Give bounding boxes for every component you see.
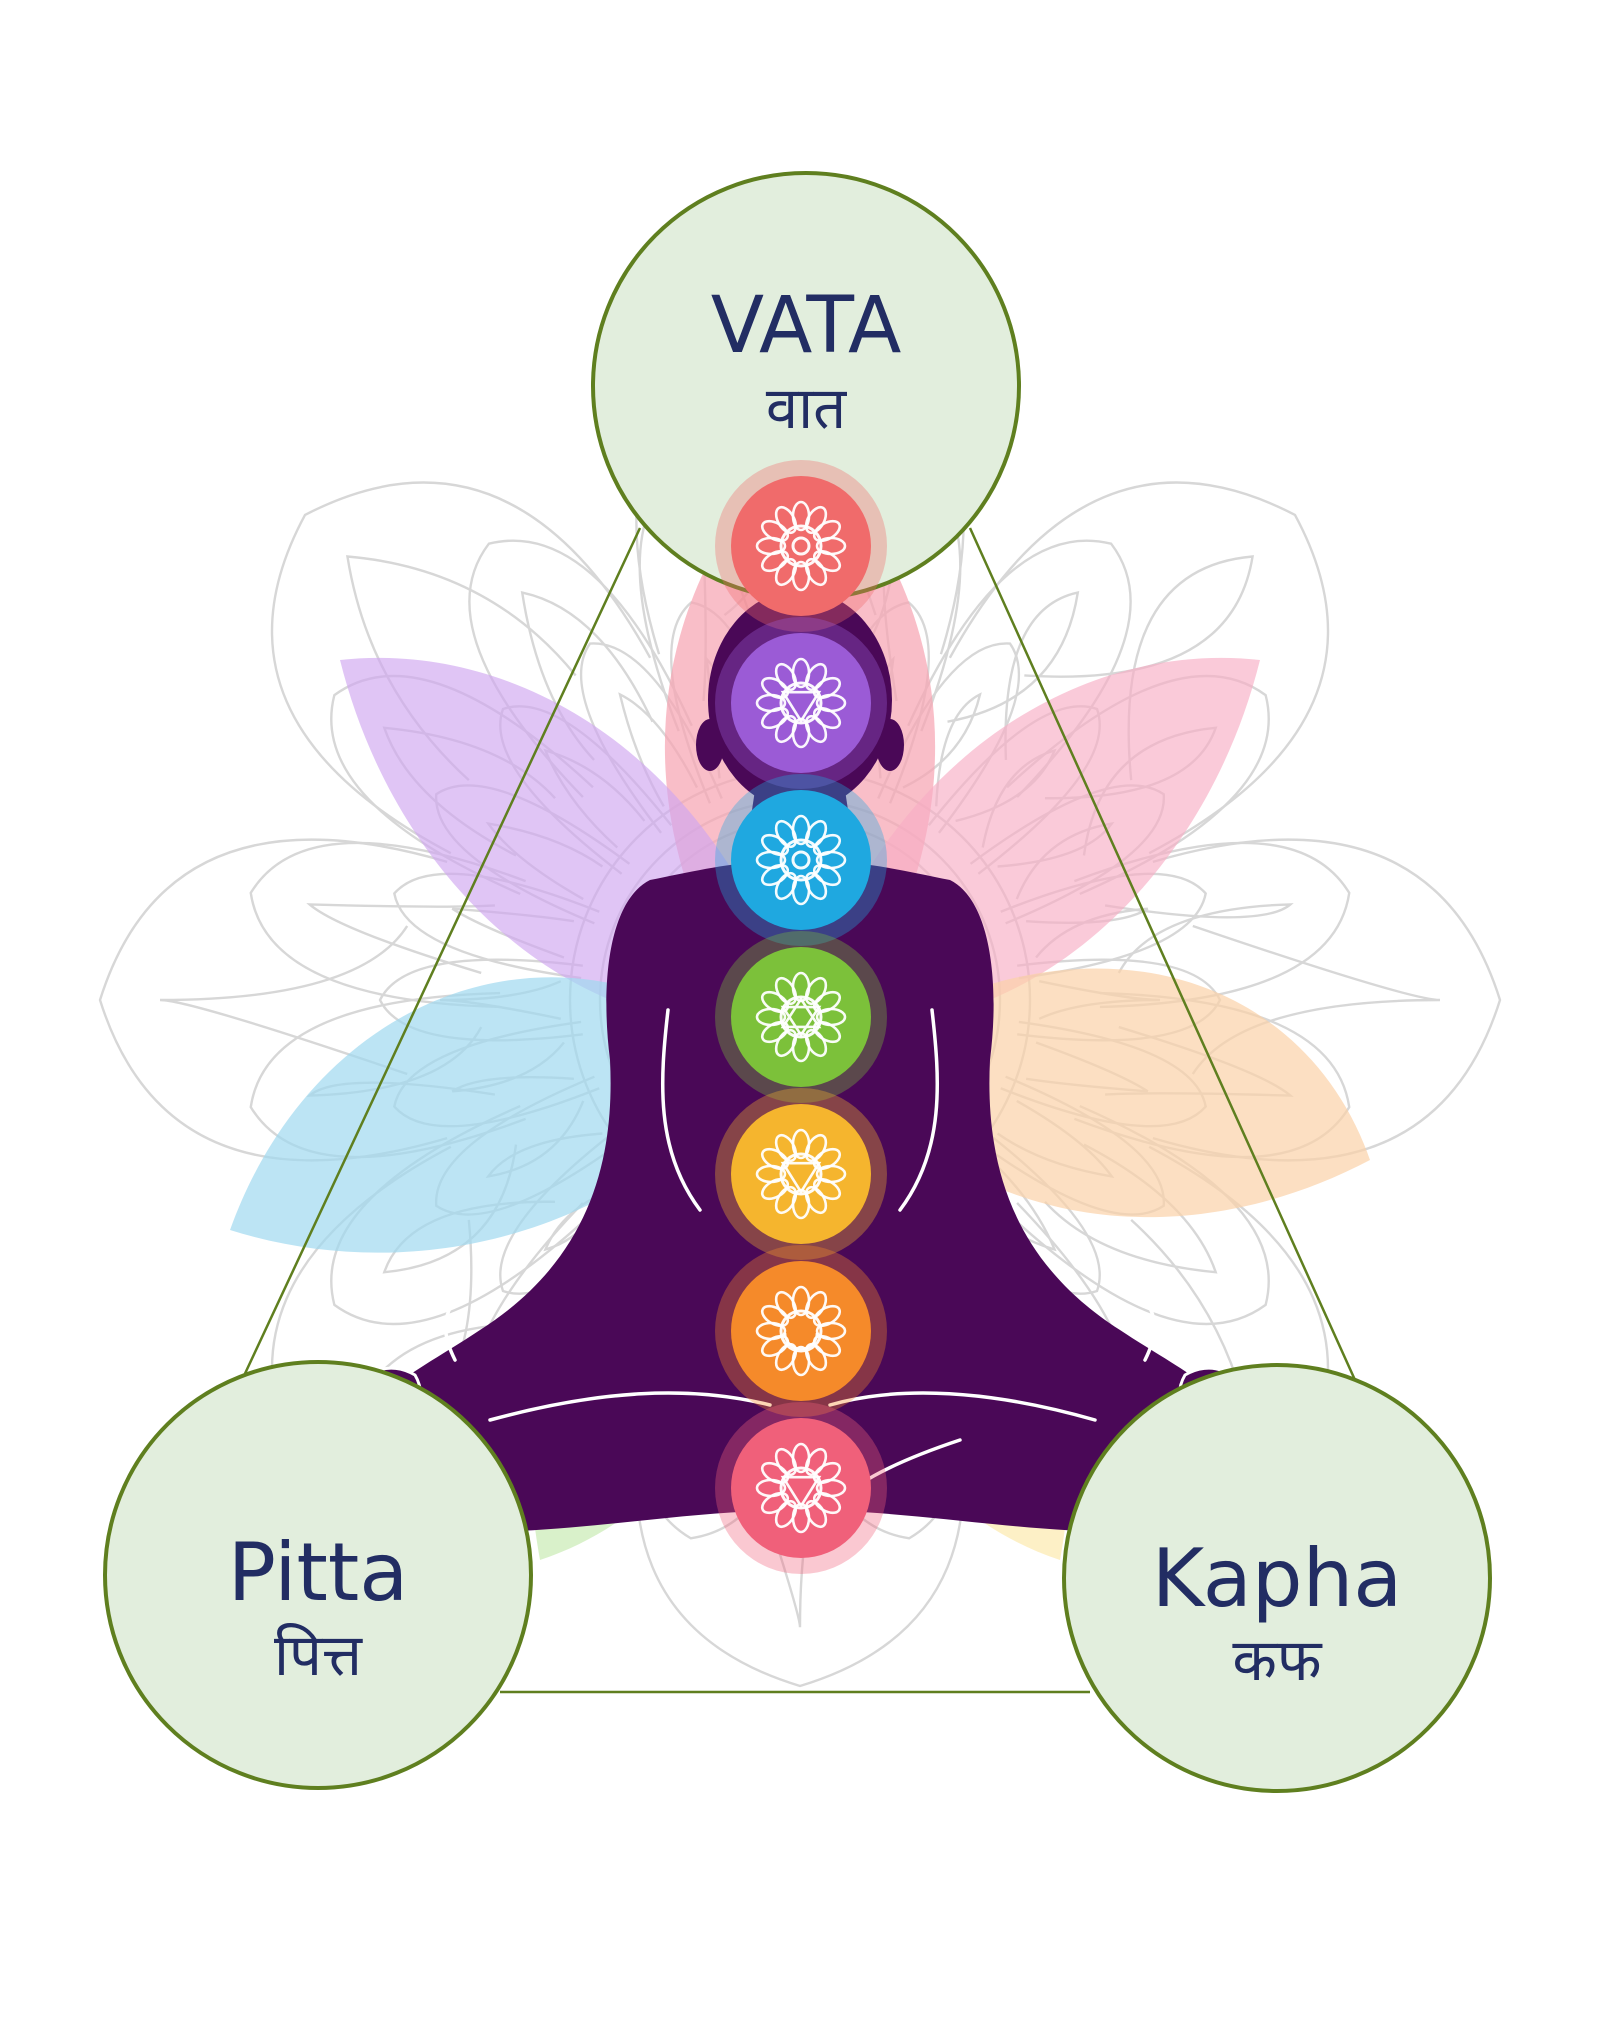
chakra-center-dot	[791, 536, 811, 556]
chakra-triangle	[780, 690, 822, 724]
kapha-native-label: कफ	[1232, 1626, 1323, 1694]
pitta-circle: Pitta पित्त	[103, 1360, 533, 1790]
pitta-native-label: पित्त	[274, 1621, 363, 1689]
throat-chakra-icon	[715, 774, 887, 946]
root-chakra-icon	[715, 1402, 887, 1574]
vata-native-label: वात	[766, 374, 847, 442]
mandala-petal-outline	[1073, 841, 1351, 1009]
chakra-crescent	[783, 1332, 819, 1351]
chakra-column	[715, 460, 887, 1574]
mandala-inner-line	[306, 903, 495, 975]
kapha-circle: Kapha कफ	[1062, 1363, 1492, 1793]
chakra-petal	[812, 676, 842, 700]
chakra-star	[780, 996, 822, 1038]
chakra-petal	[812, 519, 842, 543]
triangle-edges	[240, 527, 1357, 1694]
mandala-inner-line	[159, 925, 409, 1076]
chakra-disc	[731, 1104, 871, 1244]
vata-label: VATA	[711, 281, 902, 371]
chakra-disc	[731, 1261, 871, 1401]
sacral-chakra-icon	[715, 1245, 887, 1417]
mandala-petal-outline	[948, 481, 1330, 855]
third-eye-chakra-icon	[715, 617, 887, 789]
chakra-petal	[812, 990, 842, 1014]
crown-chakra-icon	[715, 460, 887, 632]
mandala-petal-outline	[249, 841, 527, 1009]
mandala-inner-line	[1104, 903, 1294, 974]
solar-plexus-chakra-icon	[715, 1088, 887, 1260]
mandala-inner-line	[902, 692, 982, 807]
heart-chakra-icon	[715, 931, 887, 1103]
chakra-petal	[812, 1304, 842, 1328]
chakra-center-ring	[779, 524, 823, 568]
chakra-center-ring	[779, 838, 823, 882]
chakra-center-ring	[779, 1309, 823, 1353]
chakra-petal	[812, 1147, 842, 1171]
chakra-triangle	[780, 1161, 822, 1195]
chakra-petal	[812, 1461, 842, 1485]
pitta-label: Pitta	[228, 1526, 408, 1619]
chakra-disc	[731, 1418, 871, 1558]
chakra-disc	[731, 790, 871, 930]
figure-contour-lines	[443, 1008, 1157, 1502]
kapha-label: Kapha	[1152, 1532, 1403, 1625]
chakra-disc	[731, 947, 871, 1087]
chakra-petal	[812, 833, 842, 857]
chakra-center-dot	[791, 850, 811, 870]
chakra-disc	[731, 476, 871, 616]
vata-circle: VATA वात	[591, 171, 1021, 601]
mandala-inner-line	[947, 591, 1080, 760]
chakra-triangle	[780, 1475, 822, 1509]
mandala-petal-outline	[270, 481, 652, 855]
chakra-disc	[731, 633, 871, 773]
